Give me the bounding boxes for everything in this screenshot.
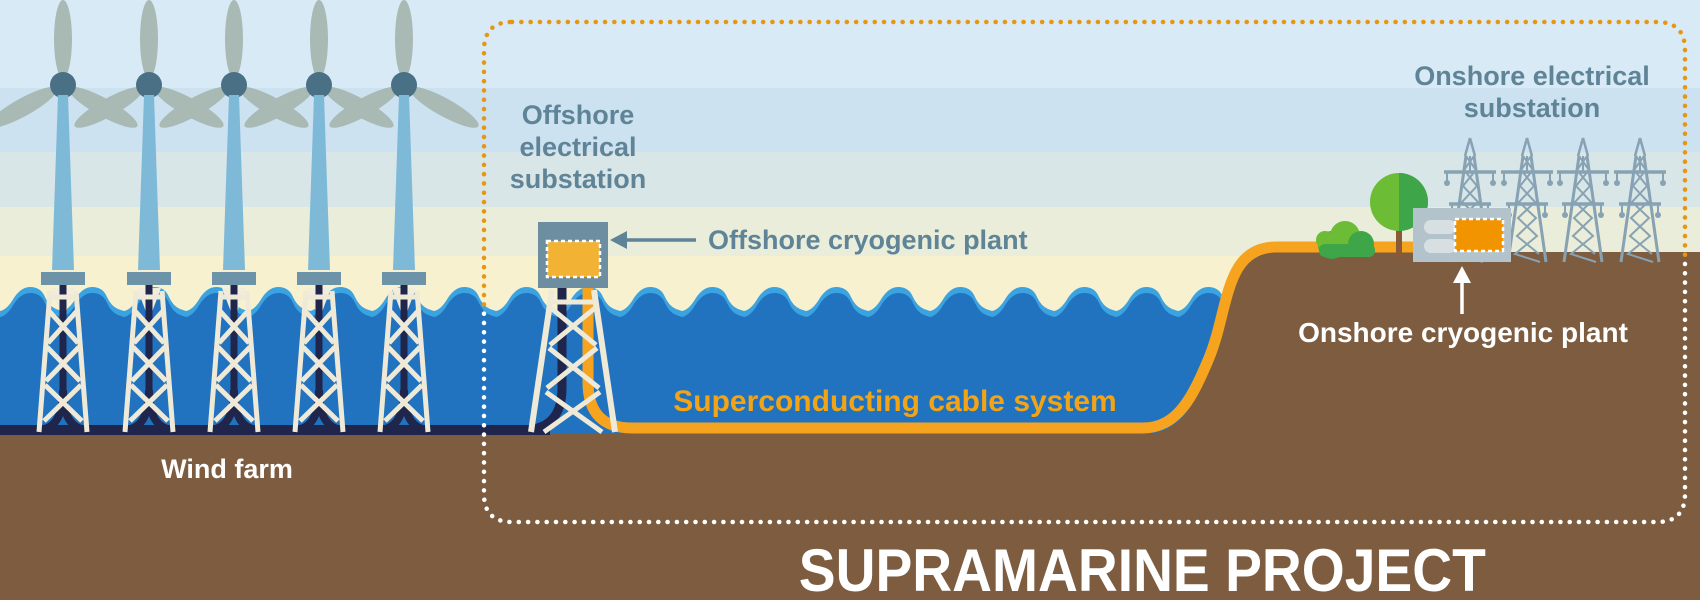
- onshore-cryogenic-plant-unit: [1453, 217, 1505, 253]
- onshore-substation-label: Onshore electrical substation: [1414, 61, 1650, 123]
- superconducting-cable: [582, 241, 1420, 434]
- offshore-cryogenic-label: Offshore cryogenic plant: [708, 225, 1028, 255]
- sea: [0, 285, 1235, 436]
- superconducting-cable-label: Superconducting cable system: [673, 385, 1117, 418]
- offshore-substation: [521, 222, 618, 435]
- onshore-cryogenic-arrow: [1453, 266, 1471, 314]
- project-title: SUPRAMARINE PROJECT: [798, 537, 1486, 600]
- wind-farm-label: Wind farm: [161, 454, 293, 484]
- offshore-cryogenic-plant-unit: [545, 239, 602, 279]
- offshore-cryogenic-arrow: [610, 231, 696, 249]
- onshore-substation: [1413, 208, 1511, 262]
- seabed-and-shore: [0, 252, 1700, 600]
- onshore-cryogenic-label: Onshore cryogenic plant: [1298, 317, 1628, 348]
- offshore-substation-label: Offshore electrical substation: [509, 100, 647, 194]
- bush: [1316, 221, 1375, 259]
